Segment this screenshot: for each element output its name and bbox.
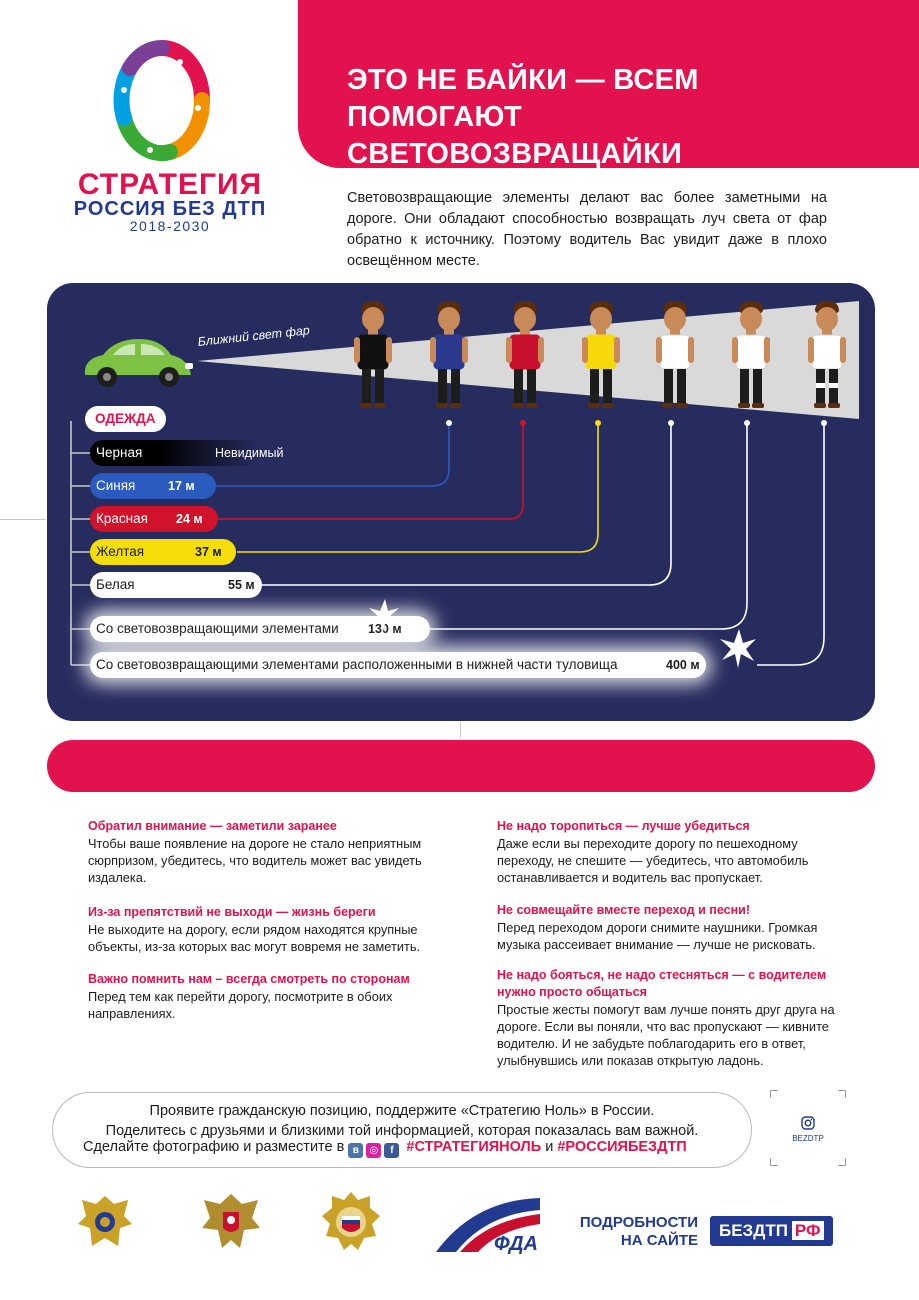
logo-subtitle: РОССИЯ БЕЗ ДТП [73, 198, 267, 220]
callout-line3-prefix: Сделайте фотографию и разместите в [83, 1139, 345, 1155]
bar-label: Черная [96, 445, 143, 460]
car-icon [84, 339, 193, 387]
instagram-icon[interactable]: ◎ [366, 1143, 382, 1158]
bar-label: Со световозвращающими элементами располо… [96, 657, 618, 672]
safety-tip: Важно помнить нам – всегда смотреть по с… [88, 971, 428, 1022]
safety-tip: Не надо бояться, не надо стесняться — с … [497, 967, 837, 1069]
distance-bar: Белая 55 м [90, 572, 262, 598]
traffic-police-emblem-icon [322, 1192, 380, 1250]
hashtag-russia-no-accidents[interactable]: #РОССИЯБЕЗДТП [557, 1139, 687, 1155]
vk-icon[interactable]: в [348, 1143, 364, 1158]
facebook-icon[interactable]: f [384, 1143, 400, 1158]
callout-line3: Сделайте фотографию и разместите в в◎f #… [83, 1139, 687, 1158]
instagram-icon [801, 1116, 815, 1130]
road-agency-logo-icon: ФДА [436, 1198, 540, 1254]
tip-body: Даже если вы переходите дорогу по пешехо… [497, 836, 809, 885]
bar-distance: 37 м [195, 545, 222, 559]
civic-callout: Проявите гражданскую позицию, поддержите… [52, 1092, 752, 1168]
callout-line2: Поделитесь с друзьями и близкими той инф… [105, 1123, 699, 1139]
visibility-panel: Ближний свет фар [47, 283, 875, 721]
page-title: ЭТО НЕ БАЙКИ — ВСЕМ ПОМОГАЮТ СВЕТОВОЗВРА… [347, 62, 867, 173]
bar-distance: Невидимый [215, 446, 284, 460]
tip-title: Обратил внимание — заметили заранее [88, 819, 337, 833]
more-info-line1: ПОДРОБНОСТИ [579, 1214, 698, 1231]
red-divider-band [47, 740, 875, 792]
distance-bar: Желтая 37 м [90, 539, 236, 565]
bar-distance: 24 м [176, 512, 203, 526]
pedestrian-icon [354, 301, 392, 408]
tip-title: Не надо торопиться — лучше убедиться [497, 819, 750, 833]
tip-body: Простые жесты помогут вам лучше понять д… [497, 1002, 835, 1068]
tip-body: Чтобы ваше появление на дороге не стало … [88, 836, 422, 885]
distance-bar: Со световозвращающими элементами 130 м [90, 616, 430, 642]
site-suffix: РФ [791, 1221, 824, 1240]
transport-ministry-emblem-icon [78, 1196, 132, 1246]
pedestrian-icon [656, 301, 694, 408]
distance-bar: Синяя 17 м [90, 473, 216, 499]
bar-label: Синяя [96, 478, 136, 493]
page-title-line2: СВЕТОВОЗВРАЩАЙКИ [347, 138, 683, 170]
divider [460, 722, 461, 738]
divider [0, 519, 46, 520]
tip-body: Перед тем как перейти дорогу, посмотрите… [88, 989, 393, 1021]
header-banner [298, 0, 919, 168]
bar-label: Белая [96, 577, 135, 592]
pedestrian-icon [808, 301, 846, 408]
tip-title: Не надо бояться, не надо стесняться — с … [497, 968, 827, 999]
hashtag-strategy-zero[interactable]: #СТРАТЕГИЯНОЛЬ [406, 1139, 542, 1155]
bar-label: Со световозвращающими элементами [96, 621, 339, 636]
safety-tip: Из-за препятствий не выходи — жизнь бере… [88, 904, 428, 955]
qr-corner [838, 1090, 846, 1098]
interior-ministry-emblem-icon [202, 1194, 260, 1248]
intro-text: Световозвращающие элементы делают вас бо… [347, 190, 827, 269]
site-name: БЕЗДТП [719, 1221, 788, 1240]
qr-label: BEZDTP [792, 1134, 824, 1143]
bar-distance: 130 м [368, 622, 402, 636]
page-title-line1: ЭТО НЕ БАЙКИ — ВСЕМ ПОМОГАЮТ [347, 64, 699, 133]
bar-label: Красная [96, 511, 148, 526]
pedestrian-icon [506, 301, 544, 408]
distance-bar: Красная 24 м [90, 506, 218, 532]
safety-tip: Не совмещайте вместе переход и песни! Пер… [497, 902, 837, 953]
distance-bar: Со световозвращающими элементами располо… [90, 652, 706, 678]
svg-text:ФДА: ФДА [494, 1233, 538, 1254]
tip-body: Не выходите на дорогу, если рядом находя… [88, 922, 421, 954]
callout-and: и [545, 1139, 554, 1155]
clothes-title: ОДЕЖДА [85, 406, 166, 432]
tip-title: Не совмещайте вместе переход и песни! [497, 903, 750, 917]
strategy-logo: СТРАТЕГИЯ РОССИЯ БЕЗ ДТП 2018-2030 [40, 38, 290, 234]
callout-line1: Проявите гражданскую позицию, поддержите… [149, 1103, 655, 1119]
zero-ring-icon [113, 40, 211, 162]
qr-corner [770, 1090, 778, 1098]
more-info-label: ПОДРОБНОСТИ НА САЙТЕ [568, 1214, 698, 1250]
bar-label: Желтая [96, 544, 145, 559]
pedestrian-icon [582, 301, 620, 408]
bar-distance: 400 м [666, 658, 700, 672]
more-info-line2: НА САЙТЕ [620, 1232, 698, 1249]
tip-title: Из-за препятствий не выходи — жизнь бере… [88, 905, 376, 919]
logo-name: СТРАТЕГИЯ [77, 168, 263, 201]
qr-corner [770, 1158, 778, 1166]
tip-body: Перед переходом дороги снимите наушники.… [497, 920, 818, 952]
pedestrian-icon [430, 301, 468, 408]
qr-corner [838, 1158, 846, 1166]
tip-title: Важно помнить нам – всегда смотреть по с… [88, 972, 410, 986]
instagram-qr[interactable]: BEZDTP [770, 1090, 846, 1166]
logo-years: 2018-2030 [129, 218, 211, 234]
pedestrian-icon [732, 301, 770, 408]
bar-distance: 55 м [228, 578, 255, 592]
distance-bar: Черная Невидимый [90, 440, 283, 466]
bar-distance: 17 м [168, 479, 195, 493]
